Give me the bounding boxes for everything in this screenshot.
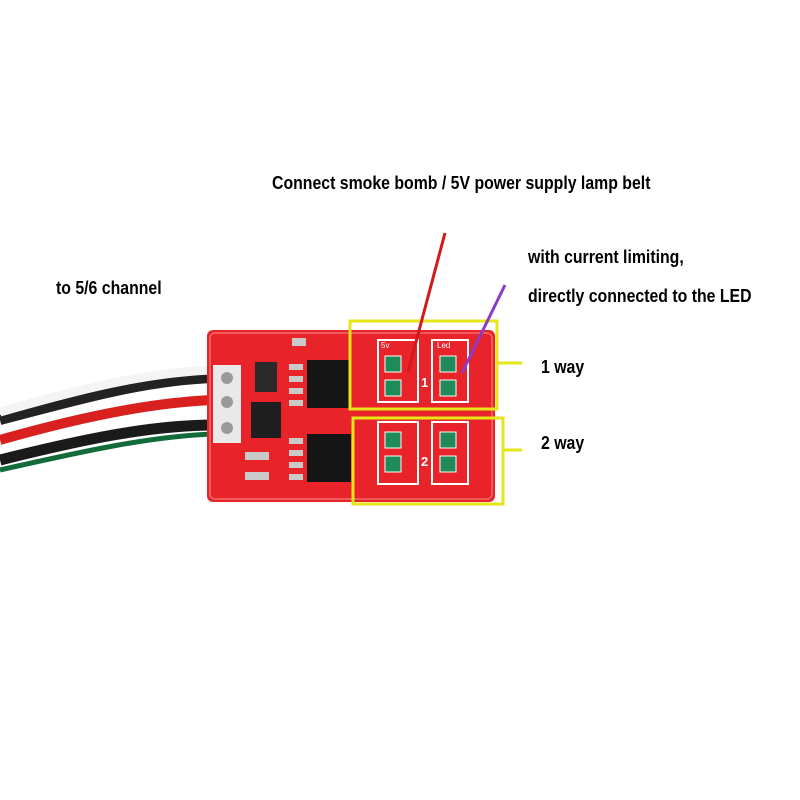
label-2-way: 2 way — [541, 433, 585, 453]
smd-component — [255, 362, 277, 392]
red-arrow — [406, 232, 447, 373]
ic-chip-2 — [307, 434, 351, 482]
highlight-box-2 — [351, 416, 505, 506]
highlight-box-1 — [348, 319, 499, 411]
pads-channel-1 — [384, 355, 457, 397]
silk-5v: 5v — [381, 341, 389, 350]
label-channel: to 5/6 channel — [56, 278, 162, 298]
pads-channel-2 — [384, 431, 457, 473]
diode-component — [251, 402, 281, 438]
label-direct-led: directly connected to the LED — [528, 286, 752, 306]
label-smoke-bomb: Connect smoke bomb / 5V power supply lam… — [272, 173, 651, 193]
purple-arrow — [460, 284, 507, 374]
wire-harness — [0, 365, 216, 473]
silk-channel-1: 1 — [421, 375, 428, 390]
ic-chip-1 — [307, 360, 351, 408]
label-1-way: 1 way — [541, 357, 585, 377]
silk-led: Led — [437, 341, 450, 350]
pcb-board: 5v Led 1 2 — [207, 330, 495, 502]
label-current-limiting: with current limiting, — [528, 247, 684, 267]
silk-channel-2: 2 — [421, 454, 428, 469]
